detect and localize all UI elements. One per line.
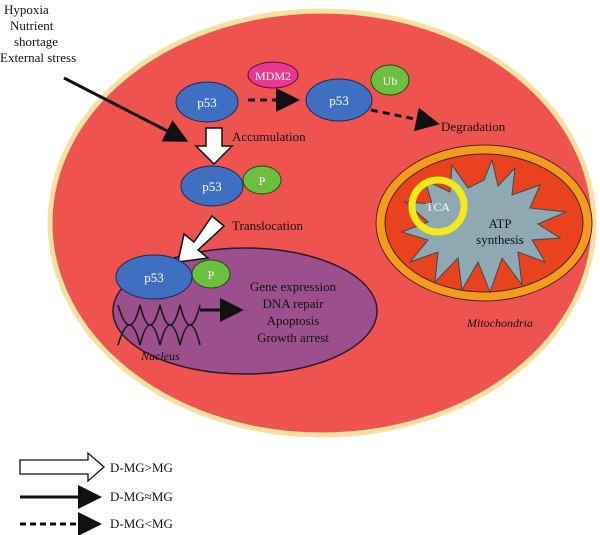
p53-phosphorylated-nuclear (115, 254, 231, 300)
stimulus-hypoxia: Hypoxia (4, 2, 49, 17)
outcome-gene-expression: Gene expression (250, 279, 337, 294)
accumulation-hollow-arrow (194, 127, 234, 166)
mitochondrion (375, 144, 593, 302)
dna-helix (117, 304, 201, 346)
cristae (400, 158, 568, 294)
atp-label: ATP (488, 216, 511, 231)
stimulus-nutrient: Nutrient (10, 18, 54, 33)
legend-label-dashed: D-MG<MG (110, 516, 173, 531)
stimulus-arrow (63, 76, 189, 142)
legend-label-solid: D-MG≈MG (110, 489, 173, 504)
outcome-apoptosis: Apoptosis (267, 313, 320, 328)
stimulus-shortage: shortage (14, 34, 58, 49)
degradation-label: Degradation (441, 119, 506, 134)
p-label-nucleus: P (208, 268, 215, 282)
mdm2-label: MDM2 (255, 69, 291, 83)
accumulation-label: Accumulation (232, 129, 306, 144)
p53-phosphorylated (180, 165, 282, 207)
legend-hollow-arrow-icon (19, 451, 105, 483)
synthesis-label: synthesis (476, 232, 524, 247)
tca-label: TCA (426, 200, 450, 214)
legend-label-hollow: D-MG>MG (110, 460, 173, 475)
mitochondria-label: Mitochondria (466, 316, 533, 330)
ub-label: Ub (383, 74, 398, 88)
degradation-dashed-arrow (370, 107, 440, 132)
nucleus-label: Nucleus (140, 349, 180, 363)
p53-label-mid: p53 (202, 179, 222, 194)
p-label-mid: P (259, 174, 266, 188)
stimulus-external-stress: External stress (0, 50, 76, 65)
translocation-hollow-arrow (177, 214, 226, 263)
tca-cycle-ring (408, 176, 468, 236)
legend: D-MG>MG D-MG≈MG D-MG<MG (19, 451, 173, 535)
p53-label-nucleus: p53 (144, 270, 164, 285)
p53-label-ub: p53 (329, 93, 349, 108)
translocation-label: Translocation (232, 218, 304, 233)
outcome-dna-repair: DNA repair (262, 296, 324, 311)
p53-label-top: p53 (197, 95, 217, 110)
p53-ub-complex (305, 64, 410, 122)
outcome-growth-arrest: Growth arrest (257, 330, 329, 345)
p53-mdm2-complex (175, 61, 299, 123)
